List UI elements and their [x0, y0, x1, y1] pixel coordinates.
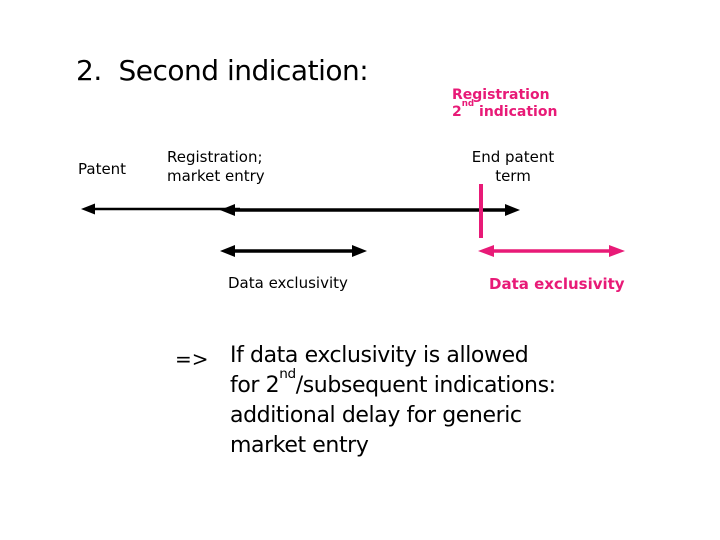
conclusion-line4: market entry — [230, 433, 369, 458]
patent-term-arrow — [220, 204, 520, 216]
registration-market-entry-line1: Registration; — [167, 148, 263, 166]
registration-2nd-indication-label: Registration 2nd indication — [452, 87, 557, 121]
conclusion-line3: additional delay for generic — [230, 403, 522, 428]
end-patent-term-label: End patent term — [450, 148, 576, 186]
registration-2nd-indication-line2: 2nd indication — [452, 99, 558, 120]
patent-label: Patent — [78, 160, 127, 178]
data-exclusivity-first-arrow — [220, 245, 367, 257]
registration-market-entry-line2: market entry — [167, 167, 265, 185]
registration-market-entry-label: Registration; market entry — [167, 148, 265, 186]
conclusion-text: If data exclusivity is allowed for 2nd/s… — [230, 341, 556, 461]
data-exclusivity-first-label: Data exclusivity — [228, 274, 348, 292]
registration-2nd-indication-line1: Registration — [452, 87, 550, 103]
data-exclusivity-second-label: Data exclusivity — [489, 275, 625, 293]
conclusion-line2: for 2nd/subsequent indications: — [230, 365, 556, 398]
conclusion-line1: If data exclusivity is allowed — [230, 343, 529, 368]
implies-arrow-symbol: => — [175, 347, 209, 371]
end-patent-term-line2: term — [495, 167, 531, 185]
patent-period-arrow — [81, 203, 240, 215]
end-patent-term-line1: End patent — [471, 148, 555, 166]
slide-title: 2. Second indication: — [76, 54, 369, 87]
data-exclusivity-second-arrow — [478, 245, 625, 257]
